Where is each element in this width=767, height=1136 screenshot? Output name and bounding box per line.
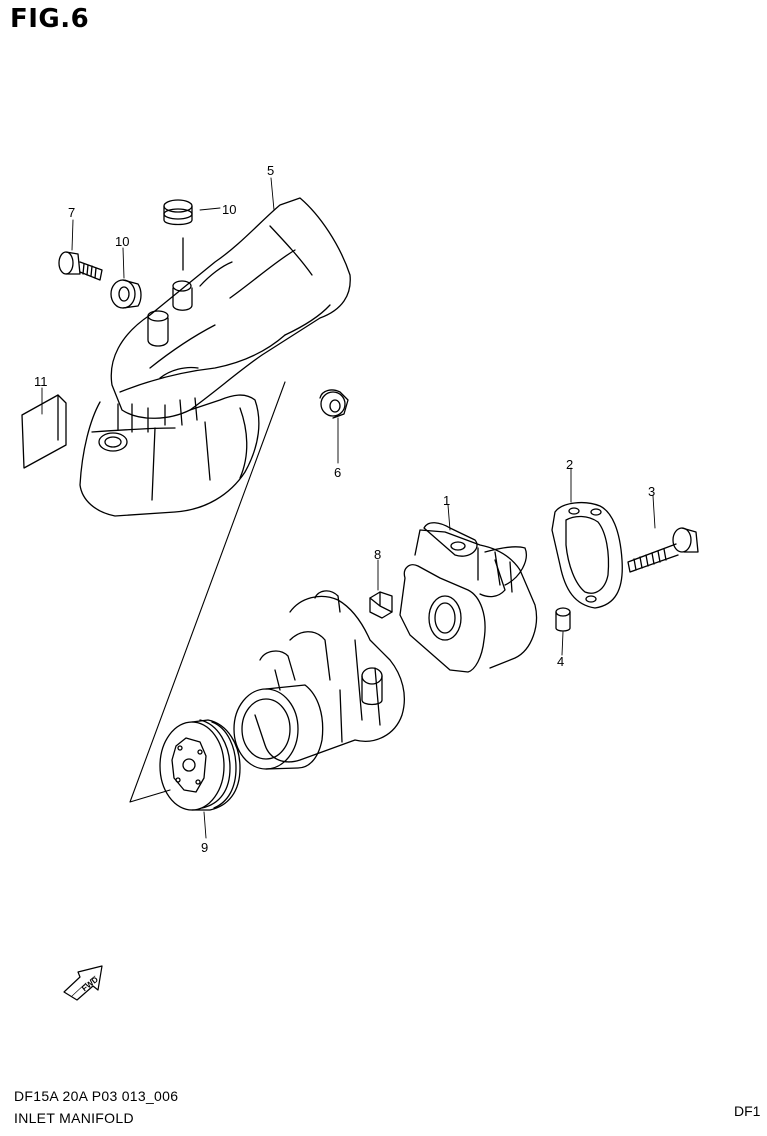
throttle-body-assembly: [233, 590, 405, 770]
cap-part-8: [369, 591, 393, 619]
grommet-part-10-top: [163, 199, 193, 226]
leader-lines: [41, 177, 656, 839]
grommet-part-10-left: [110, 279, 142, 309]
diagram-title: INLET MANIFOLD: [14, 1110, 134, 1126]
callout-10-top: 10: [222, 202, 236, 217]
fwd-arrow-icon: FWD: [63, 965, 103, 1001]
diagram-code: DF15A 20A P03 013_006: [14, 1088, 179, 1104]
callout-2: 2: [566, 457, 573, 472]
figure-title: FIG.6: [10, 4, 90, 34]
corner-code: DF1: [734, 1103, 761, 1119]
callout-8: 8: [374, 547, 381, 562]
silencer-case-part-5: [79, 197, 351, 517]
dowel-pin-part-4: [555, 607, 571, 632]
inlet-manifold-part-1: [399, 522, 538, 673]
callout-5: 5: [267, 163, 274, 178]
pulley-part-9: [159, 719, 241, 811]
bolt-part-3: [627, 527, 699, 573]
bolt-part-7: [58, 251, 103, 281]
callout-3: 3: [648, 484, 655, 499]
callout-4: 4: [557, 654, 564, 669]
grommet-part-6: [319, 389, 349, 419]
label-part-11: [21, 394, 67, 469]
callout-11: 11: [34, 374, 48, 389]
callout-9: 9: [201, 840, 208, 855]
callout-1: 1: [443, 493, 450, 508]
callout-10-left: 10: [115, 234, 129, 249]
callout-labels: 1 2 3 4 5 6 7 8 9 10 10 11: [34, 163, 655, 855]
callout-6: 6: [334, 465, 341, 480]
assembly-line: [129, 381, 286, 803]
callout-7: 7: [68, 205, 75, 220]
gasket-part-2: [551, 501, 623, 609]
